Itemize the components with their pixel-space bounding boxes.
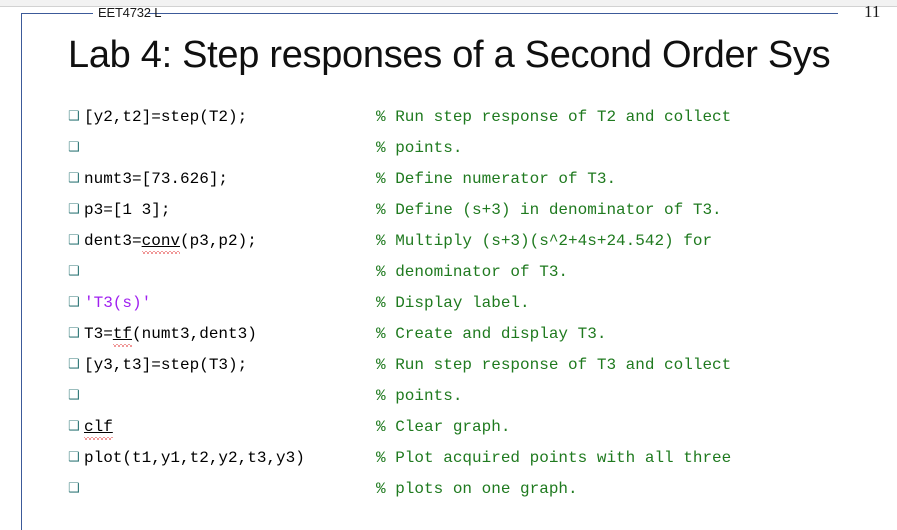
code-text: 'T3(s)'	[84, 290, 376, 316]
comment-text: % Multiply (s+3)(s^2+4s+24.542) for	[376, 232, 713, 250]
comment-text: % Run step response of T3 and collect	[376, 356, 732, 374]
header-rule-right	[148, 13, 838, 14]
bullet-square-icon: ❑	[68, 140, 80, 155]
page-title: Lab 4: Step responses of a Second Order …	[68, 34, 831, 76]
code-row: ❑ % denominator of T3.	[68, 259, 888, 290]
bullet-square-icon: ❑	[68, 419, 80, 434]
code-text: dent3=conv(p3,p2);	[84, 232, 257, 250]
comment-text: % Create and display T3.	[376, 325, 607, 343]
code-text: [y2,t2]=step(T2);	[84, 108, 248, 126]
code-text: plot(t1,y1,t2,y2,t3,y3)	[84, 449, 305, 467]
code-row: ❑ dent3=conv(p3,p2); % Multiply (s+3)(s^2+…	[68, 228, 888, 259]
code-row: ❑ [y2,t2]=step(T2); % Run step response of…	[68, 104, 888, 135]
comment-text: % Define (s+3) in denominator of T3.	[376, 201, 722, 219]
comment-text: % Display label.	[376, 294, 530, 312]
code-row: ❑ numt3=[73.626]; % Define numerator of T3…	[68, 166, 888, 197]
comment-text: % Run step response of T2 and collect	[376, 108, 732, 126]
code-text: T3=tf(numt3,dent3)	[84, 325, 257, 343]
left-vertical-rule	[21, 13, 22, 530]
code-row: ❑ T3=tf(numt3,dent3) % Create and display …	[68, 321, 888, 352]
code-listing: ❑ [y2,t2]=step(T2); % Run step response of…	[68, 104, 888, 507]
code-text: p3=[1 3];	[84, 201, 171, 219]
bullet-square-icon: ❑	[68, 450, 80, 465]
code-text: clf	[84, 414, 376, 440]
string-literal: 'T3(s)'	[84, 294, 152, 312]
code-row: ❑ 'T3(s)' % Display label.	[68, 290, 888, 321]
header-rule-left	[21, 13, 93, 14]
code-text: numt3=[73.626];	[84, 170, 229, 188]
bullet-square-icon: ❑	[68, 481, 80, 496]
course-label: EET4732 L	[98, 5, 162, 20]
comment-text: % Plot acquired points with all three	[376, 449, 732, 467]
comment-text: % points.	[376, 387, 463, 405]
bullet-square-icon: ❑	[68, 202, 80, 217]
code-row: ❑ % points.	[68, 383, 888, 414]
comment-text: % plots on one graph.	[376, 480, 578, 498]
code-row: ❑ p3=[1 3]; % Define (s+3) in denominator …	[68, 197, 888, 228]
bullet-square-icon: ❑	[68, 388, 80, 403]
bullet-square-icon: ❑	[68, 171, 80, 186]
bullet-square-icon: ❑	[68, 326, 80, 341]
code-row: ❑ clf % Clear graph.	[68, 414, 888, 445]
comment-text: % points.	[376, 139, 463, 157]
code-text: [y3,t3]=step(T3);	[84, 356, 248, 374]
comment-text: % Clear graph.	[376, 418, 511, 436]
bullet-square-icon: ❑	[68, 264, 80, 279]
window-top-strip	[0, 0, 897, 7]
bullet-square-icon: ❑	[68, 357, 80, 372]
code-row: ❑ plot(t1,y1,t2,y2,t3,y3) % Plot acquired …	[68, 445, 888, 476]
spellchecked-token: tf	[112, 325, 133, 343]
bullet-square-icon: ❑	[68, 233, 80, 248]
code-row: ❑ % points.	[68, 135, 888, 166]
spellchecked-token: clf	[84, 418, 113, 436]
code-row: ❑ % plots on one graph.	[68, 476, 888, 507]
comment-text: % denominator of T3.	[376, 263, 569, 281]
spellchecked-token: conv	[141, 232, 181, 250]
code-row: ❑ [y3,t3]=step(T3); % Run step response of…	[68, 352, 888, 383]
comment-text: % Define numerator of T3.	[376, 170, 617, 188]
bullet-square-icon: ❑	[68, 295, 80, 310]
bullet-square-icon: ❑	[68, 109, 80, 124]
page-number: 11	[864, 2, 881, 21]
